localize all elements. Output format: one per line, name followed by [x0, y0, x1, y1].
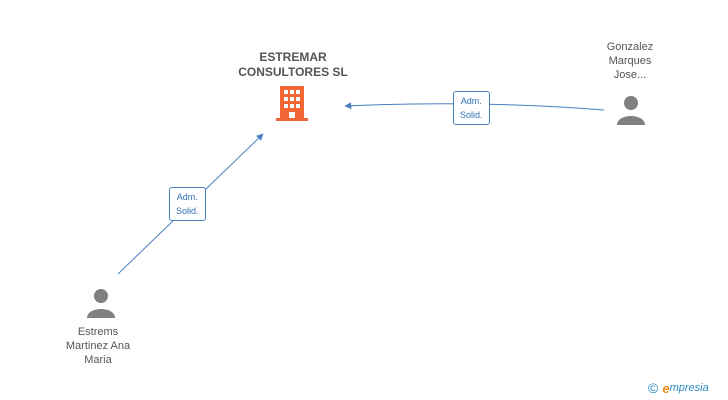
company-name[interactable]: ESTREMAR CONSULTORES SL: [238, 50, 348, 79]
brand-e: e: [662, 380, 670, 396]
role-label-gonzalez[interactable]: Adm. Solid.: [453, 91, 490, 125]
empresia-logo[interactable]: © e mpresia: [648, 380, 709, 396]
person-icon[interactable]: [615, 93, 647, 125]
person-name-gonzalez[interactable]: Gonzalez Marques Jose...: [606, 41, 654, 81]
building-icon[interactable]: [276, 84, 312, 122]
person-icon[interactable]: [85, 286, 117, 318]
copyright-icon: ©: [648, 380, 659, 396]
brand-name: mpresia: [669, 382, 709, 394]
role-label-estrems[interactable]: Adm. Solid.: [169, 187, 206, 221]
person-name-estrems[interactable]: Estrems Martinez Ana Maria: [65, 326, 131, 366]
